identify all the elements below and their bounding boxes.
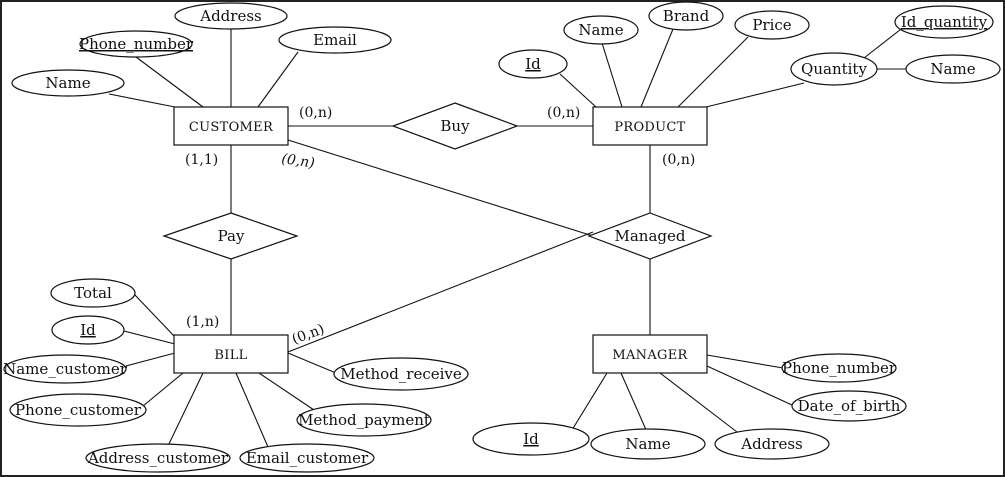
attr-customer-name-label: Name: [45, 74, 90, 92]
attr-bill-method-receive[interactable]: Method_receive: [333, 357, 469, 391]
attr-product-price[interactable]: Price: [734, 10, 810, 40]
attr-product-price-label: Price: [752, 16, 791, 34]
attr-customer-name[interactable]: Name: [11, 69, 125, 97]
attr-bill-address-customer-label: Address_customer: [87, 449, 229, 467]
attr-manager-id[interactable]: Id: [472, 422, 590, 456]
attr-manager-name[interactable]: Name: [590, 428, 706, 460]
cardinality-bill-pay: (1,n): [186, 314, 219, 330]
entity-bill[interactable]: BILL: [173, 334, 289, 374]
attr-manager-date-of-birth[interactable]: Date_of_birth: [791, 390, 907, 422]
attr-bill-phone-customer[interactable]: Phone_customer: [9, 393, 147, 427]
relationship-managed-label: Managed: [615, 227, 686, 245]
attr-manager-phone-number-label: Phone_number: [782, 359, 897, 377]
relationship-buy[interactable]: Buy: [391, 102, 519, 150]
attr-bill-name-customer-label: Name_customer: [3, 360, 128, 378]
attr-product-quantity[interactable]: Quantity: [790, 52, 878, 86]
attr-product-name-label: Name: [578, 21, 623, 39]
attr-bill-method-receive-label: Method_receive: [340, 365, 462, 383]
attr-bill-name-customer[interactable]: Name_customer: [3, 354, 128, 384]
attr-bill-phone-customer-label: Phone_customer: [15, 401, 142, 419]
cardinality-customer-buy: (0,n): [299, 105, 332, 121]
relationship-pay-label: Pay: [218, 227, 245, 245]
attr-product-id-quantity[interactable]: Id_quantity: [894, 5, 994, 39]
attr-product-id[interactable]: Id: [498, 49, 568, 79]
attr-manager-phone-number[interactable]: Phone_number: [781, 353, 897, 383]
cardinality-product-buy: (0,n): [547, 105, 580, 121]
cardinality-customer-managed: (0,n): [280, 151, 315, 171]
attr-manager-address[interactable]: Address: [714, 428, 830, 460]
entity-customer[interactable]: CUSTOMER: [173, 106, 289, 146]
attr-bill-total-label: Total: [74, 284, 112, 302]
attr-bill-address-customer[interactable]: Address_customer: [85, 443, 231, 473]
attr-bill-id-label: Id: [80, 321, 96, 339]
attr-customer-phone-number-label: Phone_number: [79, 35, 194, 53]
connection-lines: [108, 25, 906, 449]
attr-customer-email[interactable]: Email: [278, 26, 392, 54]
attr-customer-address[interactable]: Address: [174, 2, 288, 30]
attr-product-name[interactable]: Name: [563, 15, 639, 45]
attr-product-id-label: Id: [525, 55, 541, 73]
entity-bill-label: BILL: [214, 348, 247, 363]
relationship-buy-label: Buy: [440, 117, 470, 135]
attr-manager-name-label: Name: [625, 435, 670, 453]
entity-product-label: PRODUCT: [614, 120, 685, 135]
relationship-pay[interactable]: Pay: [162, 212, 299, 260]
attr-bill-total[interactable]: Total: [50, 278, 136, 308]
cardinality-product-managed: (0,n): [662, 152, 695, 168]
attr-bill-email-customer[interactable]: Email_customer: [239, 443, 375, 473]
entity-manager[interactable]: MANAGER: [592, 334, 708, 374]
attr-bill-method-payment[interactable]: Method_payment: [296, 403, 432, 437]
attr-product-quantity-name[interactable]: Name: [905, 54, 1001, 84]
attr-product-brand-label: Brand: [663, 7, 710, 25]
attr-product-id-quantity-label: Id_quantity: [901, 13, 988, 31]
attr-customer-phone-number[interactable]: Phone_number: [79, 30, 194, 58]
cardinality-customer-pay: (1,1): [185, 152, 218, 168]
attr-bill-method-payment-label: Method_payment: [298, 411, 430, 429]
attr-product-quantity-name-label: Name: [930, 60, 975, 78]
attr-bill-email-customer-label: Email_customer: [246, 449, 369, 467]
attr-product-brand[interactable]: Brand: [648, 1, 724, 31]
attr-bill-id[interactable]: Id: [51, 315, 125, 345]
attr-manager-date-of-birth-label: Date_of_birth: [798, 397, 901, 415]
attr-product-quantity-label: Quantity: [801, 60, 867, 78]
attr-manager-id-label: Id: [523, 430, 539, 448]
entity-product[interactable]: PRODUCT: [592, 106, 708, 146]
attr-customer-address-label: Address: [199, 7, 261, 25]
relationship-managed[interactable]: Managed: [587, 212, 713, 260]
attr-manager-address-label: Address: [740, 435, 802, 453]
attr-customer-email-label: Email: [313, 31, 357, 49]
entity-manager-label: MANAGER: [612, 348, 688, 363]
entity-customer-label: CUSTOMER: [189, 120, 274, 135]
